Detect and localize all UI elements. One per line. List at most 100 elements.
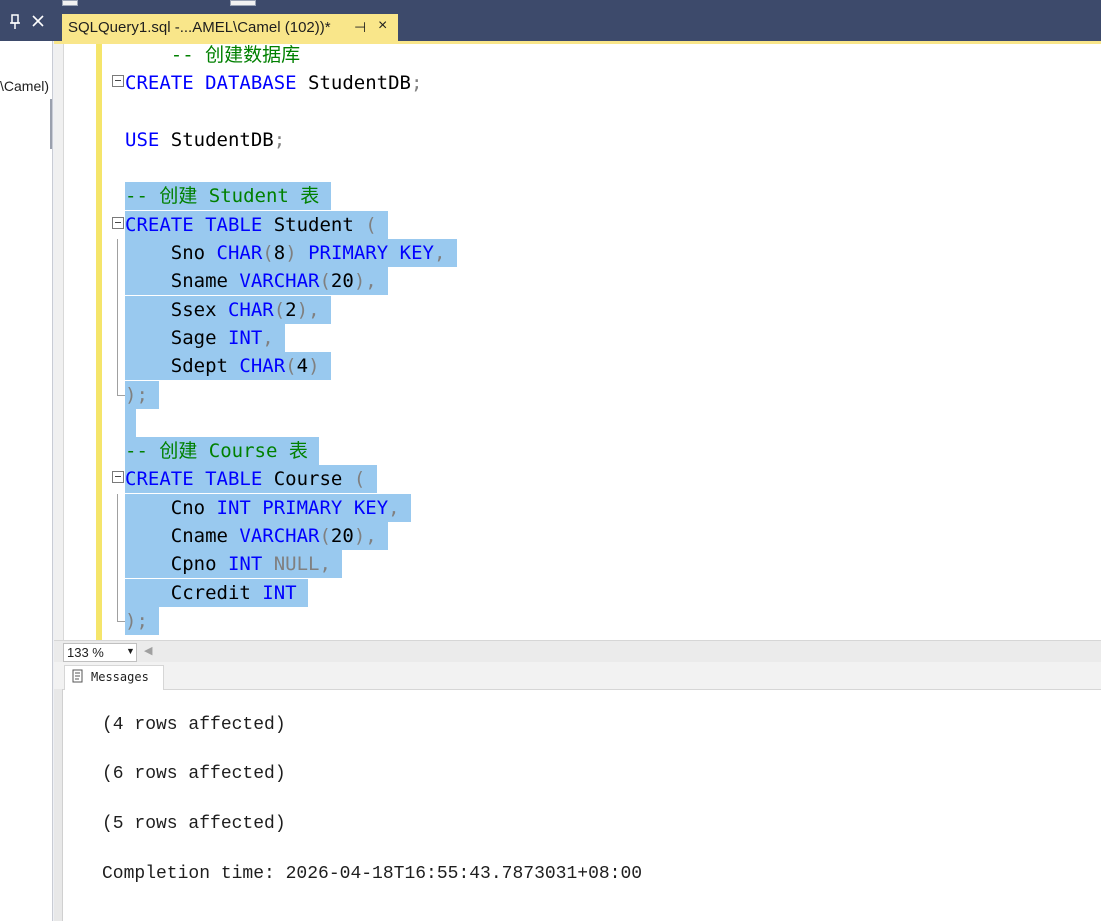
code-token: ), [353,270,389,293]
code-line[interactable]: -- 创建 Student 表 [54,182,1101,211]
code-token: CHAR [239,355,286,378]
code-line[interactable]: Sage INT, [54,323,1101,353]
code-token: StudentDB [296,72,411,95]
code-line[interactable] [54,98,1101,126]
code-line[interactable]: ); [54,380,1101,409]
code-token [262,553,273,575]
code-text [125,408,137,437]
code-text: CREATE TABLE Course ( [125,465,377,494]
code-token: , [388,496,412,519]
code-token [125,412,136,434]
fold-guide [117,267,118,296]
code-token: 20 [330,525,354,548]
tree-item-server[interactable]: \Camel) [0,78,50,94]
code-text: -- 创建数据库 [125,44,300,69]
completion-time: Completion time: 2026-04-18T16:55:43.787… [102,864,643,884]
selection-margin[interactable] [64,44,94,640]
tab-sqlquery1[interactable]: SQLQuery1.sql -...AMEL\Camel (102))* ⊣ × [62,14,398,41]
code-token: Sage [125,326,228,349]
code-token [251,497,262,519]
code-line[interactable]: Sdept CHAR(4) [54,352,1101,381]
code-line[interactable]: Sname VARCHAR(20), [54,267,1101,296]
toolbar-button[interactable] [62,0,78,6]
fold-guide [117,352,118,381]
code-token: ( [353,468,377,491]
code-token: ) [285,242,297,265]
code-line[interactable]: Cno INT PRIMARY KEY, [54,493,1101,523]
code-line[interactable]: CREATE DATABASE StudentDB; [54,69,1101,97]
editor-status-bar: 133 % ▼ ◀ [54,640,1101,663]
code-token: NULL [273,553,320,576]
code-line[interactable]: Cpno INT NULL, [54,550,1101,579]
code-token: 4 [296,355,309,378]
code-token: TABLE [205,213,263,236]
code-token: Cno [125,496,217,519]
code-token: KEY [353,496,389,519]
code-line[interactable]: CREATE TABLE Student ( [54,210,1101,239]
close-icon[interactable] [31,14,45,33]
code-line[interactable]: Ccredit INT [54,578,1101,607]
code-line[interactable]: CREATE TABLE Course ( [54,465,1101,494]
fold-guide [117,295,118,324]
code-token: VARCHAR [239,525,320,548]
code-token: USE [125,128,160,151]
code-line[interactable] [54,154,1101,182]
code-token: , [319,553,343,576]
code-token [194,468,205,490]
code-token: ), [296,298,331,321]
code-text: Cno INT PRIMARY KEY, [125,493,412,522]
code-token: INT [227,326,263,349]
pin-tab-icon[interactable]: ⊣ [354,19,367,35]
code-line[interactable]: -- 创建数据库 [54,44,1101,69]
fold-guide [117,550,118,579]
tree-scrollbar[interactable] [50,99,52,149]
object-explorer-tree[interactable]: \Camel) [0,41,53,921]
fold-toggle-icon[interactable] [112,75,124,88]
fold-toggle-icon[interactable] [112,471,124,484]
code-token [194,214,205,236]
code-text: Sdept CHAR(4) [125,352,331,381]
code-text: Ccredit INT [125,578,309,607]
code-line[interactable]: Ssex CHAR(2), [54,295,1101,324]
code-line[interactable]: -- 创建 Course 表 [54,437,1101,466]
code-token: StudentDB [159,128,274,151]
code-text: -- 创建 Course 表 [125,437,320,466]
fold-guide [117,493,118,523]
code-line[interactable]: Cname VARCHAR(20), [54,522,1101,551]
code-token: INT [216,496,251,519]
editor-gutter [54,44,64,640]
code-token [125,44,171,66]
code-token: ; [411,72,423,95]
code-token: Sdept [125,355,240,378]
code-line[interactable] [54,408,1101,437]
close-tab-icon[interactable]: × [378,17,388,34]
code-token: ( [273,298,286,321]
scroll-left-icon[interactable]: ◀ [144,645,153,657]
code-token: Sno [125,242,217,265]
code-token: 2 [285,298,297,321]
code-text: Cpno INT NULL, [125,550,343,579]
fold-toggle-icon[interactable] [112,216,124,229]
change-tracking-bar [96,44,102,640]
code-token: KEY [399,242,434,265]
code-token [388,242,399,264]
code-token: ( [319,270,331,293]
pin-icon[interactable] [9,14,21,35]
toolbar-button[interactable] [230,0,256,6]
code-text: USE StudentDB; [125,126,285,154]
tab-messages[interactable]: Messages [64,665,164,690]
messages-icon [71,669,85,686]
chevron-down-icon[interactable]: ▼ [126,646,135,656]
code-token: Sname [125,270,240,293]
code-token: PRIMARY [308,242,389,265]
code-token: CREATE [125,213,194,236]
code-token: INT [227,553,263,576]
code-line[interactable]: USE StudentDB; [54,126,1101,154]
code-line[interactable]: Sno CHAR(8) PRIMARY KEY, [54,239,1101,268]
code-token: ( [319,525,331,548]
zoom-dropdown[interactable]: 133 % ▼ [63,643,137,662]
code-line[interactable]: ); [54,606,1101,635]
code-token: PRIMARY [262,496,343,519]
